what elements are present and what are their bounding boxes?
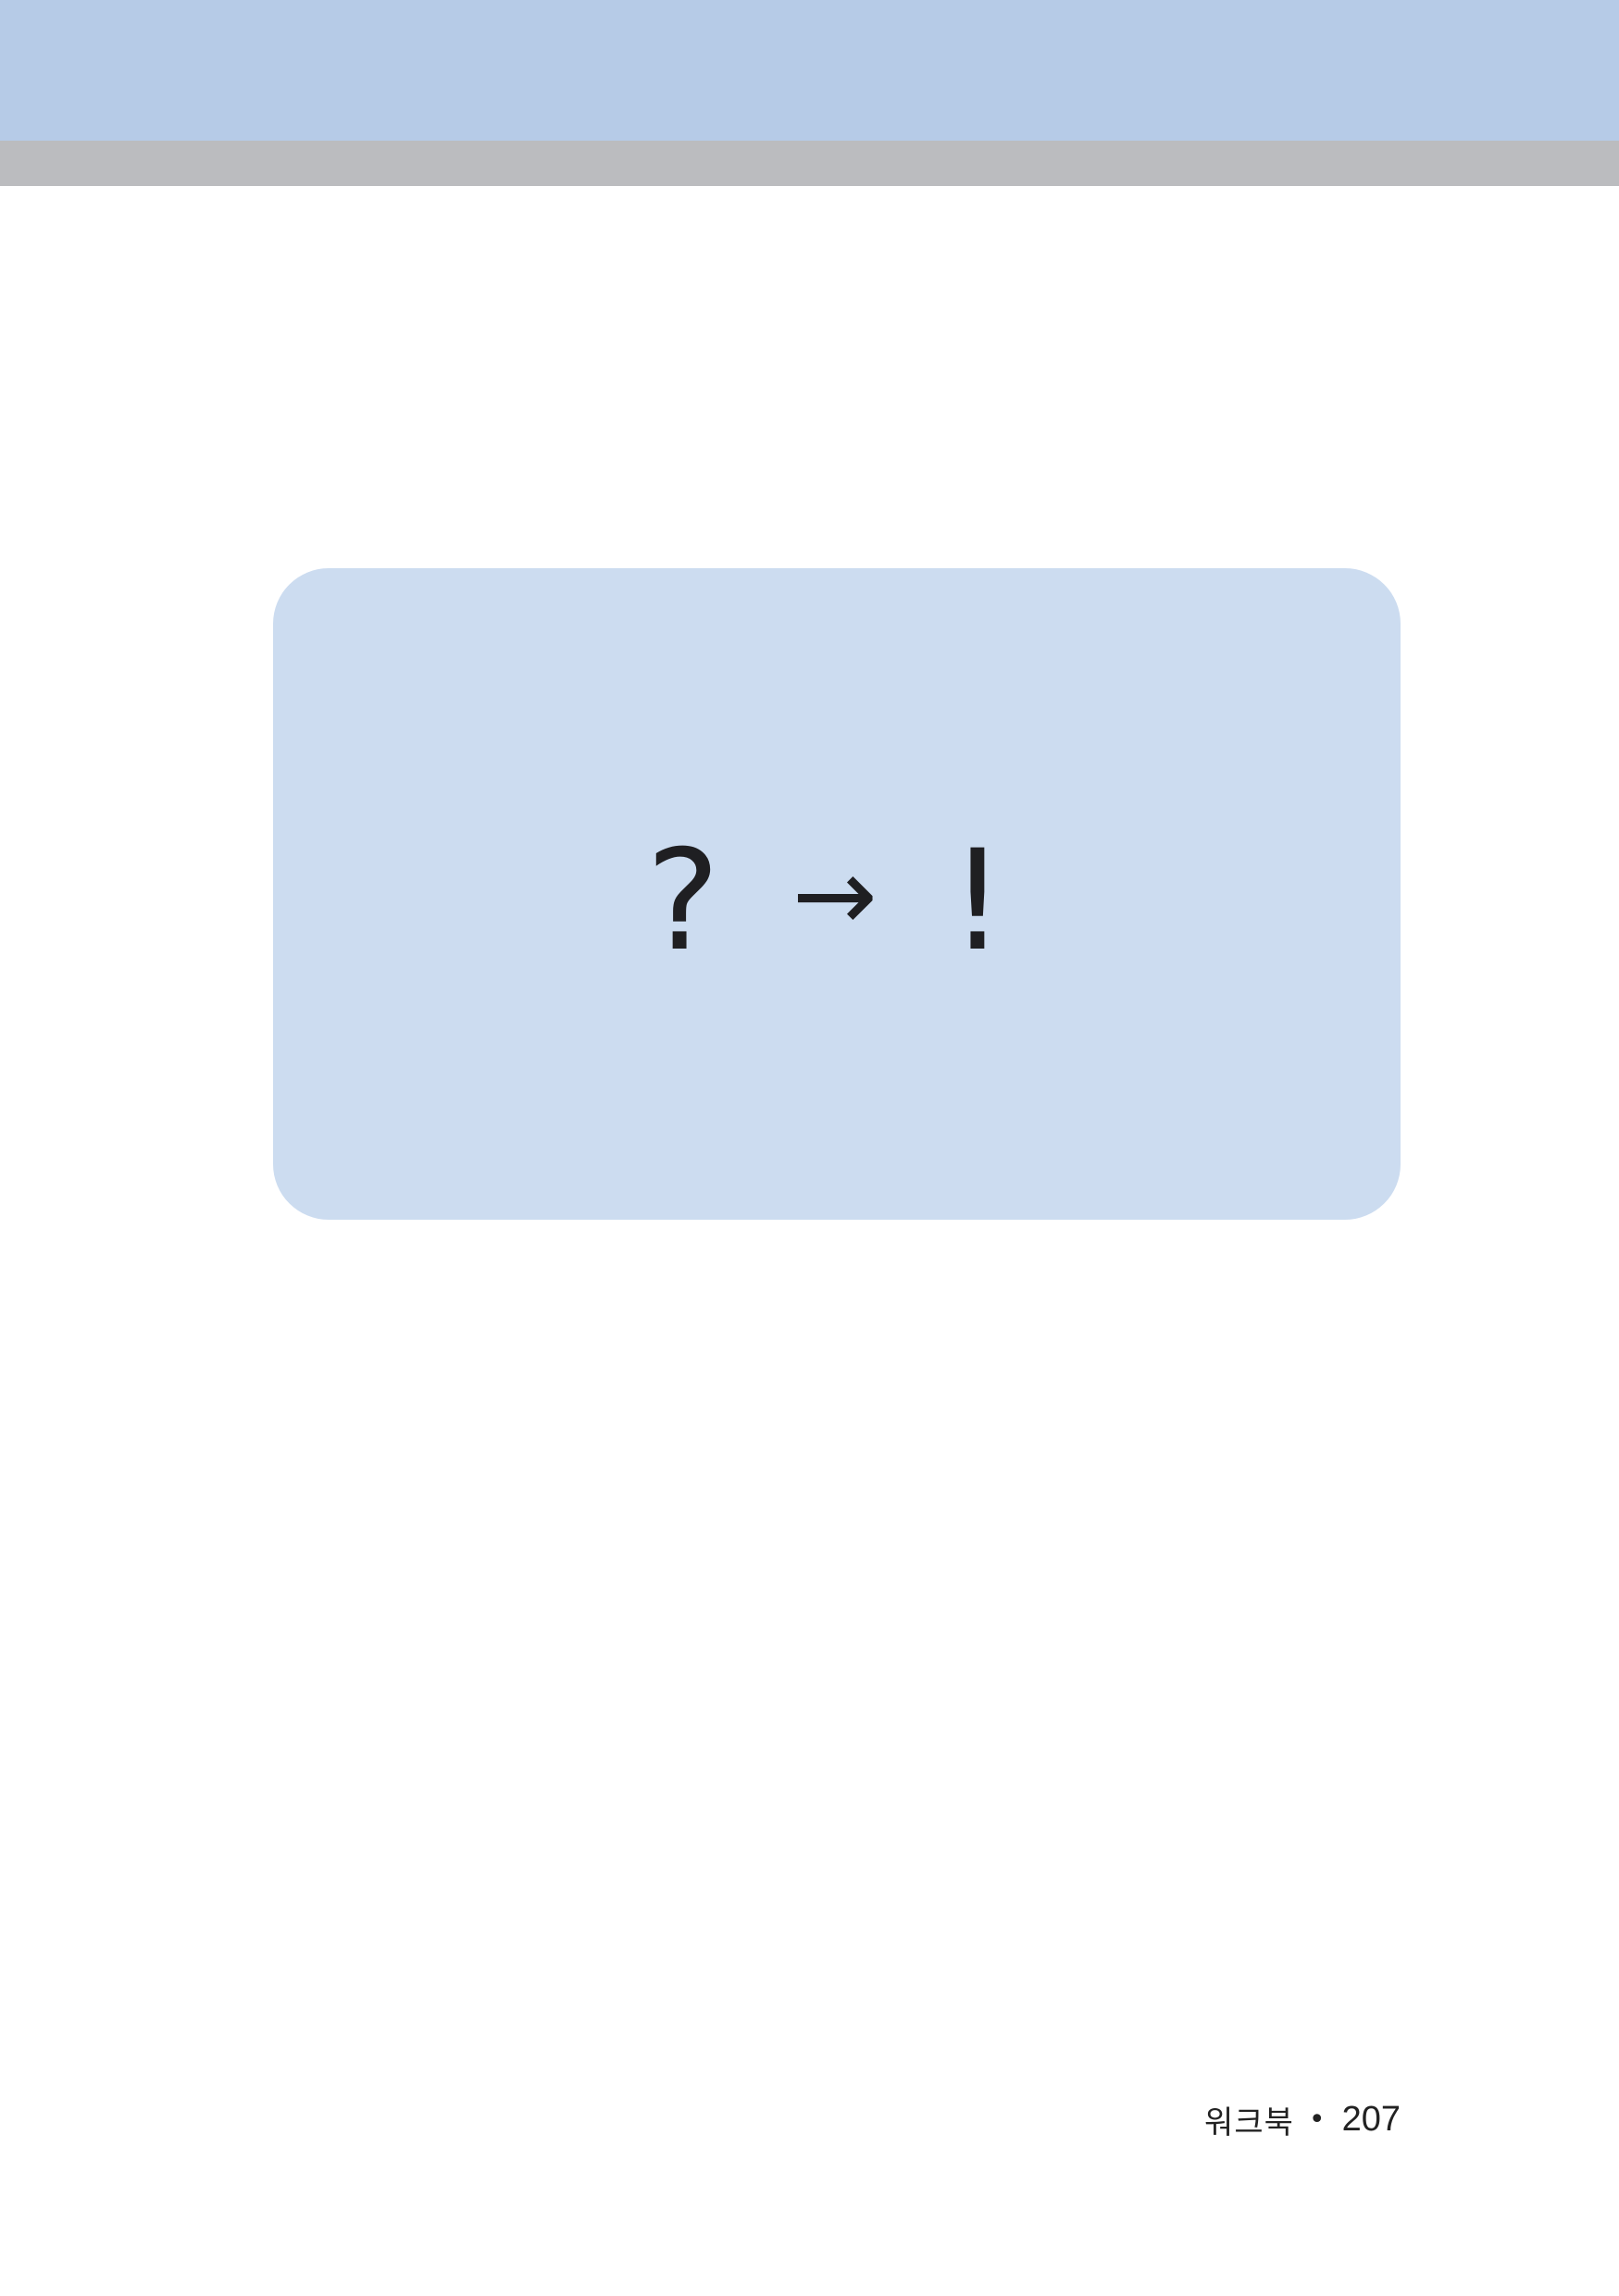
footer-separator: • <box>1308 2103 1326 2136</box>
page-footer: 워크북 • 207 <box>1204 2096 1401 2142</box>
right-arrow-icon: → <box>791 836 878 954</box>
question-mark-symbol: ? <box>646 821 720 982</box>
symbol-row: ? → ! <box>273 818 1401 985</box>
page-number: 207 <box>1341 2099 1401 2139</box>
header-stripe <box>0 141 1619 186</box>
exclamation-mark-symbol: ! <box>949 821 1005 982</box>
header-band <box>0 0 1619 141</box>
symbol-box: ? → ! <box>273 568 1401 1220</box>
footer-book-title: 워크북 <box>1204 2104 1294 2141</box>
